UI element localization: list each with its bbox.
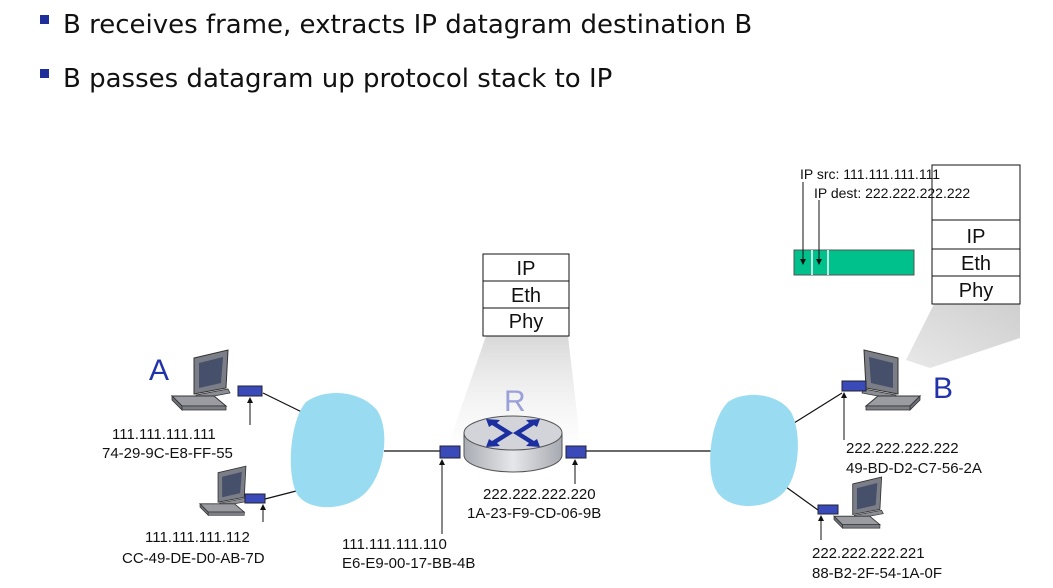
link-cloud-b	[793, 392, 843, 424]
router-protocol-stack: IP Eth Phy	[482, 253, 570, 337]
router-left-ip: 111.111.111.110	[342, 536, 447, 553]
router-left-mac: E6-E9-00-17-BB-4B	[342, 555, 475, 572]
host-b-stack-phy: Phy	[959, 280, 993, 302]
ip-dest-label: IP dest: 222.222.222.222	[814, 185, 970, 201]
host-b-mac: 49-BD-D2-C7-56-2A	[846, 460, 982, 477]
host-b-adapter-icon	[841, 380, 867, 392]
host-a2-adapter-icon	[244, 493, 266, 504]
host-a-computer-icon[interactable]	[171, 349, 231, 411]
router-label: R	[504, 385, 526, 418]
host-a2-ip: 111.111.111.112	[145, 529, 250, 546]
ip-src-label: IP src: 111.111.111.111	[800, 166, 940, 182]
subnet-right-cloud	[710, 394, 798, 506]
bullet-square-icon	[40, 15, 49, 24]
subnet-left-cloud	[290, 392, 385, 508]
router-stack-ip: IP	[517, 258, 536, 280]
router-left-adapter-icon	[439, 445, 461, 459]
host-a-ip: 111.111.111.111	[112, 426, 216, 443]
link-a2-cloud	[264, 489, 301, 500]
host-b-label: B	[933, 372, 953, 405]
host-a-adapter-icon	[237, 385, 263, 397]
bullet-2: B passes datagram up protocol stack to I…	[40, 64, 612, 94]
bullet-1-text: B receives frame, extracts IP datagram d…	[63, 10, 753, 40]
link-cloud-b2	[785, 486, 819, 511]
host-b2-ip: 222.222.222.221	[812, 545, 925, 562]
host-b-stack-beam	[906, 304, 1020, 368]
bullet-square-icon	[40, 69, 49, 78]
host-b-ip: 222.222.222.222	[846, 440, 959, 457]
host-b2-mac: 88-B2-2F-54-1A-0F	[812, 565, 942, 582]
host-a2-mac: CC-49-DE-D0-AB-7D	[122, 550, 265, 567]
host-a-label: A	[149, 354, 169, 387]
host-a2-computer-icon[interactable]	[199, 465, 248, 516]
host-b-stack-eth: Eth	[961, 253, 991, 275]
router-right-adapter-icon	[565, 445, 587, 459]
host-b-protocol-stack: IP Eth Phy	[931, 164, 1021, 305]
bullet-2-text: B passes datagram up protocol stack to I…	[63, 64, 613, 94]
router-icon[interactable]	[463, 415, 563, 473]
host-a-mac: 74-29-9C-E8-FF-55	[102, 445, 233, 462]
host-b2-computer-icon[interactable]	[833, 476, 884, 529]
host-b2-adapter-icon	[817, 504, 839, 515]
ip-datagram	[793, 249, 915, 276]
bullet-1: B receives frame, extracts IP datagram d…	[40, 10, 752, 40]
router-right-mac: 1A-23-F9-CD-06-9B	[467, 505, 601, 522]
router-stack-phy: Phy	[509, 311, 543, 333]
router-stack-eth: Eth	[511, 285, 541, 307]
router-stack-beam	[450, 336, 580, 440]
router-right-ip: 222.222.222.220	[483, 486, 596, 503]
host-b-stack-ip: IP	[967, 226, 986, 248]
